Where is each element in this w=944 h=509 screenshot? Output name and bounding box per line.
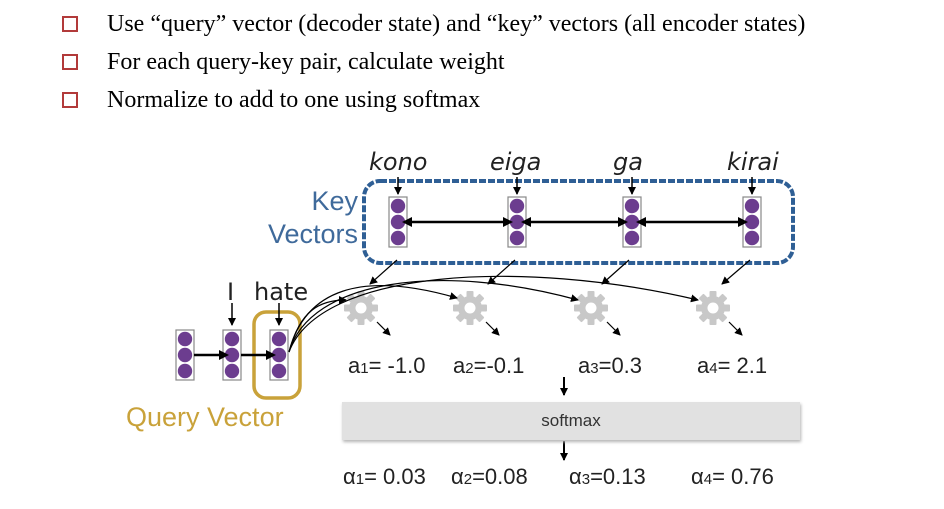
checkbox-icon — [62, 16, 78, 32]
key-label-line2: Vectors — [267, 219, 358, 249]
bullet-item: Normalize to add to one using softmax — [62, 86, 480, 114]
bullet-text: For each query-key pair, calculate weigh… — [107, 48, 505, 75]
encoder-word-kirai: kirai — [727, 148, 779, 176]
weight-symbol: α — [691, 464, 704, 489]
weight-value: =0.08 — [472, 464, 528, 489]
query-vector-label: Query Vector — [126, 402, 284, 432]
softmax-label: softmax — [541, 411, 601, 430]
checkbox-icon — [62, 54, 78, 70]
gear-icon — [453, 291, 487, 325]
score-subscript: 3 — [590, 360, 599, 377]
query-to-gear-curves — [288, 275, 699, 353]
score-symbol: a — [348, 353, 361, 378]
score-a4: a4= 2.1 — [697, 353, 767, 379]
weight-symbol: α — [569, 464, 582, 489]
key-to-gear-arrows — [369, 259, 751, 285]
score-a2: a2=-0.1 — [453, 353, 524, 379]
weight-subscript: 4 — [703, 471, 713, 488]
weight-value: = 0.76 — [712, 464, 774, 489]
score-subscript: 4 — [709, 360, 718, 377]
key-vectors-label: Key Vectors — [240, 185, 358, 251]
bullet-text: Normalize to add to one using softmax — [107, 86, 481, 113]
score-a1: a1= -1.0 — [348, 353, 425, 379]
weight-subscript: 3 — [581, 471, 591, 488]
weight-alpha1: α1= 0.03 — [343, 464, 426, 490]
encoder-vector — [742, 196, 762, 248]
key-vectors-border — [362, 179, 795, 265]
weight-subscript: 1 — [355, 471, 365, 488]
gear-icon — [344, 291, 378, 325]
score-symbol: a — [453, 353, 466, 378]
encoder-vector — [622, 196, 642, 248]
weight-value: = 0.03 — [364, 464, 426, 489]
score-value: =0.3 — [598, 353, 643, 378]
gear-icon — [574, 291, 608, 325]
score-a3: a3=0.3 — [578, 353, 642, 379]
word-arrows — [394, 177, 756, 195]
encoder-word-ga: ga — [613, 148, 643, 176]
score-value: = -1.0 — [368, 353, 426, 378]
query-vector — [269, 329, 289, 381]
score-subscript: 2 — [465, 360, 474, 377]
decoder-word-hate: hate — [254, 278, 309, 306]
bullet-text: Use “query” vector (decoder state) and “… — [107, 10, 806, 37]
weight-symbol: α — [451, 464, 464, 489]
checkbox-icon — [62, 92, 78, 108]
score-subscript: 1 — [360, 360, 369, 377]
gear-to-score-arrows — [376, 321, 743, 336]
weight-subscript: 2 — [463, 471, 473, 488]
weight-alpha3: α3=0.13 — [569, 464, 646, 490]
decoder-vector — [175, 329, 195, 381]
decoder-word-i: I — [227, 278, 235, 306]
key-label-line1: Key — [311, 186, 358, 216]
score-symbol: a — [578, 353, 591, 378]
encoder-word-kono: kono — [369, 148, 428, 176]
encoder-vector — [388, 196, 408, 248]
decoder-word-arrows — [228, 303, 283, 326]
bullet-item: For each query-key pair, calculate weigh… — [62, 48, 505, 76]
encoder-vector — [507, 196, 527, 248]
gear-icon — [696, 291, 730, 325]
encoder-word-eiga: eiga — [490, 148, 542, 176]
softmax-box: softmax — [342, 402, 800, 440]
weight-value: =0.13 — [590, 464, 646, 489]
weight-alpha4: α4= 0.76 — [691, 464, 774, 490]
bullet-item: Use “query” vector (decoder state) and “… — [62, 10, 805, 38]
weight-alpha2: α2=0.08 — [451, 464, 528, 490]
weight-symbol: α — [343, 464, 356, 489]
score-value: =-0.1 — [473, 353, 525, 378]
score-symbol: a — [697, 353, 710, 378]
score-value: = 2.1 — [717, 353, 768, 378]
decoder-vector — [222, 329, 242, 381]
